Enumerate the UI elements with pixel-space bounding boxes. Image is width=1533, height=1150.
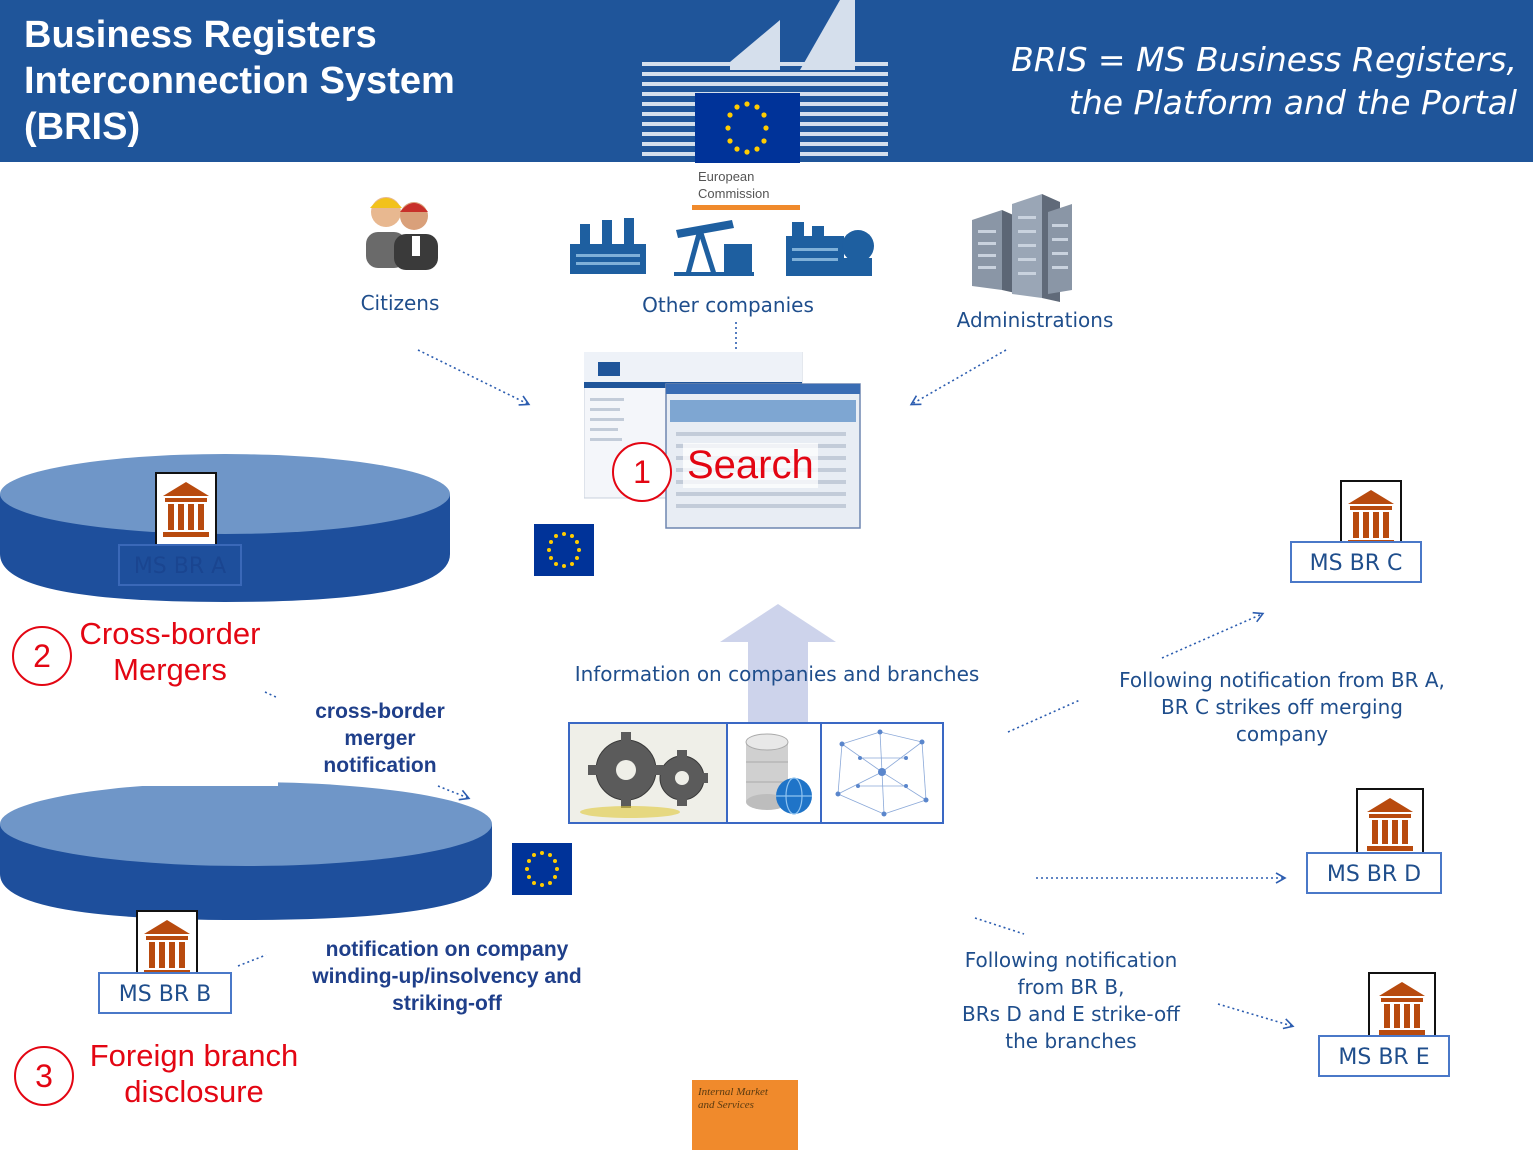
winding-note-line-3: striking-off — [392, 992, 502, 1015]
footer-logo-line-2: and Services — [698, 1099, 754, 1111]
platform-box — [568, 722, 944, 824]
arrow-note-to-brc — [1161, 611, 1265, 659]
database-globe-icon — [728, 724, 822, 822]
factory-icon — [566, 216, 650, 278]
branch-number: 3 — [14, 1046, 74, 1106]
arrow-brb-start — [237, 954, 267, 967]
arrow-admin-to-portal — [909, 349, 1007, 406]
arrow-citizens-to-portal — [417, 349, 531, 406]
winding-up-note: notification on company winding-up/insol… — [288, 936, 606, 1017]
logo-text-commission: Commission — [698, 186, 770, 201]
winding-note-line-2: winding-up/insolvency and — [312, 965, 582, 988]
bank-icon-a — [155, 472, 217, 546]
logo-text-european: European — [698, 169, 754, 184]
administrations-label: Administrations — [956, 308, 1114, 332]
branch-title-line-2: disclosure — [124, 1074, 264, 1109]
arrow-note-to-bre — [1217, 1003, 1295, 1030]
footer-logo-line-1: Internal Market — [698, 1086, 768, 1098]
br-de-note-line-3: BRs D and E strike-off — [962, 1002, 1180, 1026]
network-icon — [822, 724, 942, 822]
br-de-note-line-2: from BR B, — [1017, 975, 1125, 999]
winding-note-line-1: notification on company — [325, 938, 569, 961]
oil-pump-icon — [670, 216, 756, 278]
search-label: Search — [683, 443, 818, 488]
bank-icon-d — [1356, 788, 1424, 858]
register-box-b: MS BR B — [98, 972, 232, 1014]
merger-note-line-1: cross-border — [315, 700, 445, 723]
merger-notification-note: cross-border merger notification — [290, 698, 470, 779]
register-disc-b — [0, 774, 494, 924]
arrow-platform-to-note-de — [974, 917, 1025, 935]
br-de-note-line-1: Following notification — [964, 948, 1178, 972]
register-box-d: MS BR D — [1306, 852, 1442, 894]
br-de-note: Following notification from BR B, BRs D … — [936, 947, 1206, 1055]
internal-market-logo: Internal Market and Services — [692, 1080, 798, 1150]
br-c-note: Following notification from BR A, BR C s… — [1082, 667, 1482, 748]
register-box-e: MS BR E — [1318, 1035, 1450, 1077]
platform-label: Information on companies and branches — [574, 662, 980, 686]
title-line-2: Interconnection System — [24, 60, 455, 102]
register-box-a: MS BR A — [118, 544, 242, 586]
merger-note-line-2: merger — [344, 727, 416, 750]
mergers-title: Cross-border Mergers — [64, 616, 276, 688]
eu-flag-icon-2 — [512, 843, 572, 895]
merger-note-line-3: notification — [323, 754, 437, 777]
administrations-icon — [962, 190, 1086, 306]
br-de-note-line-4: the branches — [1005, 1029, 1137, 1053]
citizens-label: Citizens — [360, 291, 440, 315]
page-title: Business Registers Interconnection Syste… — [24, 12, 455, 150]
br-c-note-line-3: company — [1235, 722, 1329, 746]
register-box-c: MS BR C — [1290, 541, 1422, 583]
gears-icon — [570, 724, 728, 822]
title-line-1: Business Registers — [24, 14, 377, 56]
title-line-3: (BRIS) — [24, 106, 141, 148]
arrow-platform-to-note-c — [1007, 699, 1081, 733]
tagline-line-1: BRIS = MS Business Registers, — [1011, 40, 1517, 79]
arrow-mergers-start — [264, 691, 279, 699]
bank-icon-e — [1368, 972, 1436, 1042]
up-arrow-icon — [720, 604, 836, 722]
tagline: BRIS = MS Business Registers, the Platfo… — [1011, 38, 1517, 124]
mergers-title-line-1: Cross-border — [79, 616, 261, 651]
br-c-note-line-1: Following notification from BR A, — [1119, 668, 1445, 692]
industry-icon — [782, 218, 878, 278]
search-number: 1 — [612, 442, 672, 502]
european-commission-logo: European Commission — [640, 0, 890, 215]
citizens-icon — [352, 188, 448, 272]
mergers-number: 2 — [12, 626, 72, 686]
other-companies-label: Other companies — [642, 293, 814, 317]
register-disc-a — [0, 454, 450, 604]
branch-title-line-1: Foreign branch — [89, 1038, 299, 1073]
br-c-note-line-2: BR C strikes off merging — [1161, 695, 1403, 719]
mergers-title-line-2: Mergers — [113, 652, 227, 687]
tagline-line-2: the Platform and the Portal — [1068, 83, 1517, 122]
arrow-merger-to-platform — [437, 785, 471, 801]
branch-title: Foreign branch disclosure — [76, 1038, 312, 1110]
eu-flag-icon — [534, 524, 594, 576]
